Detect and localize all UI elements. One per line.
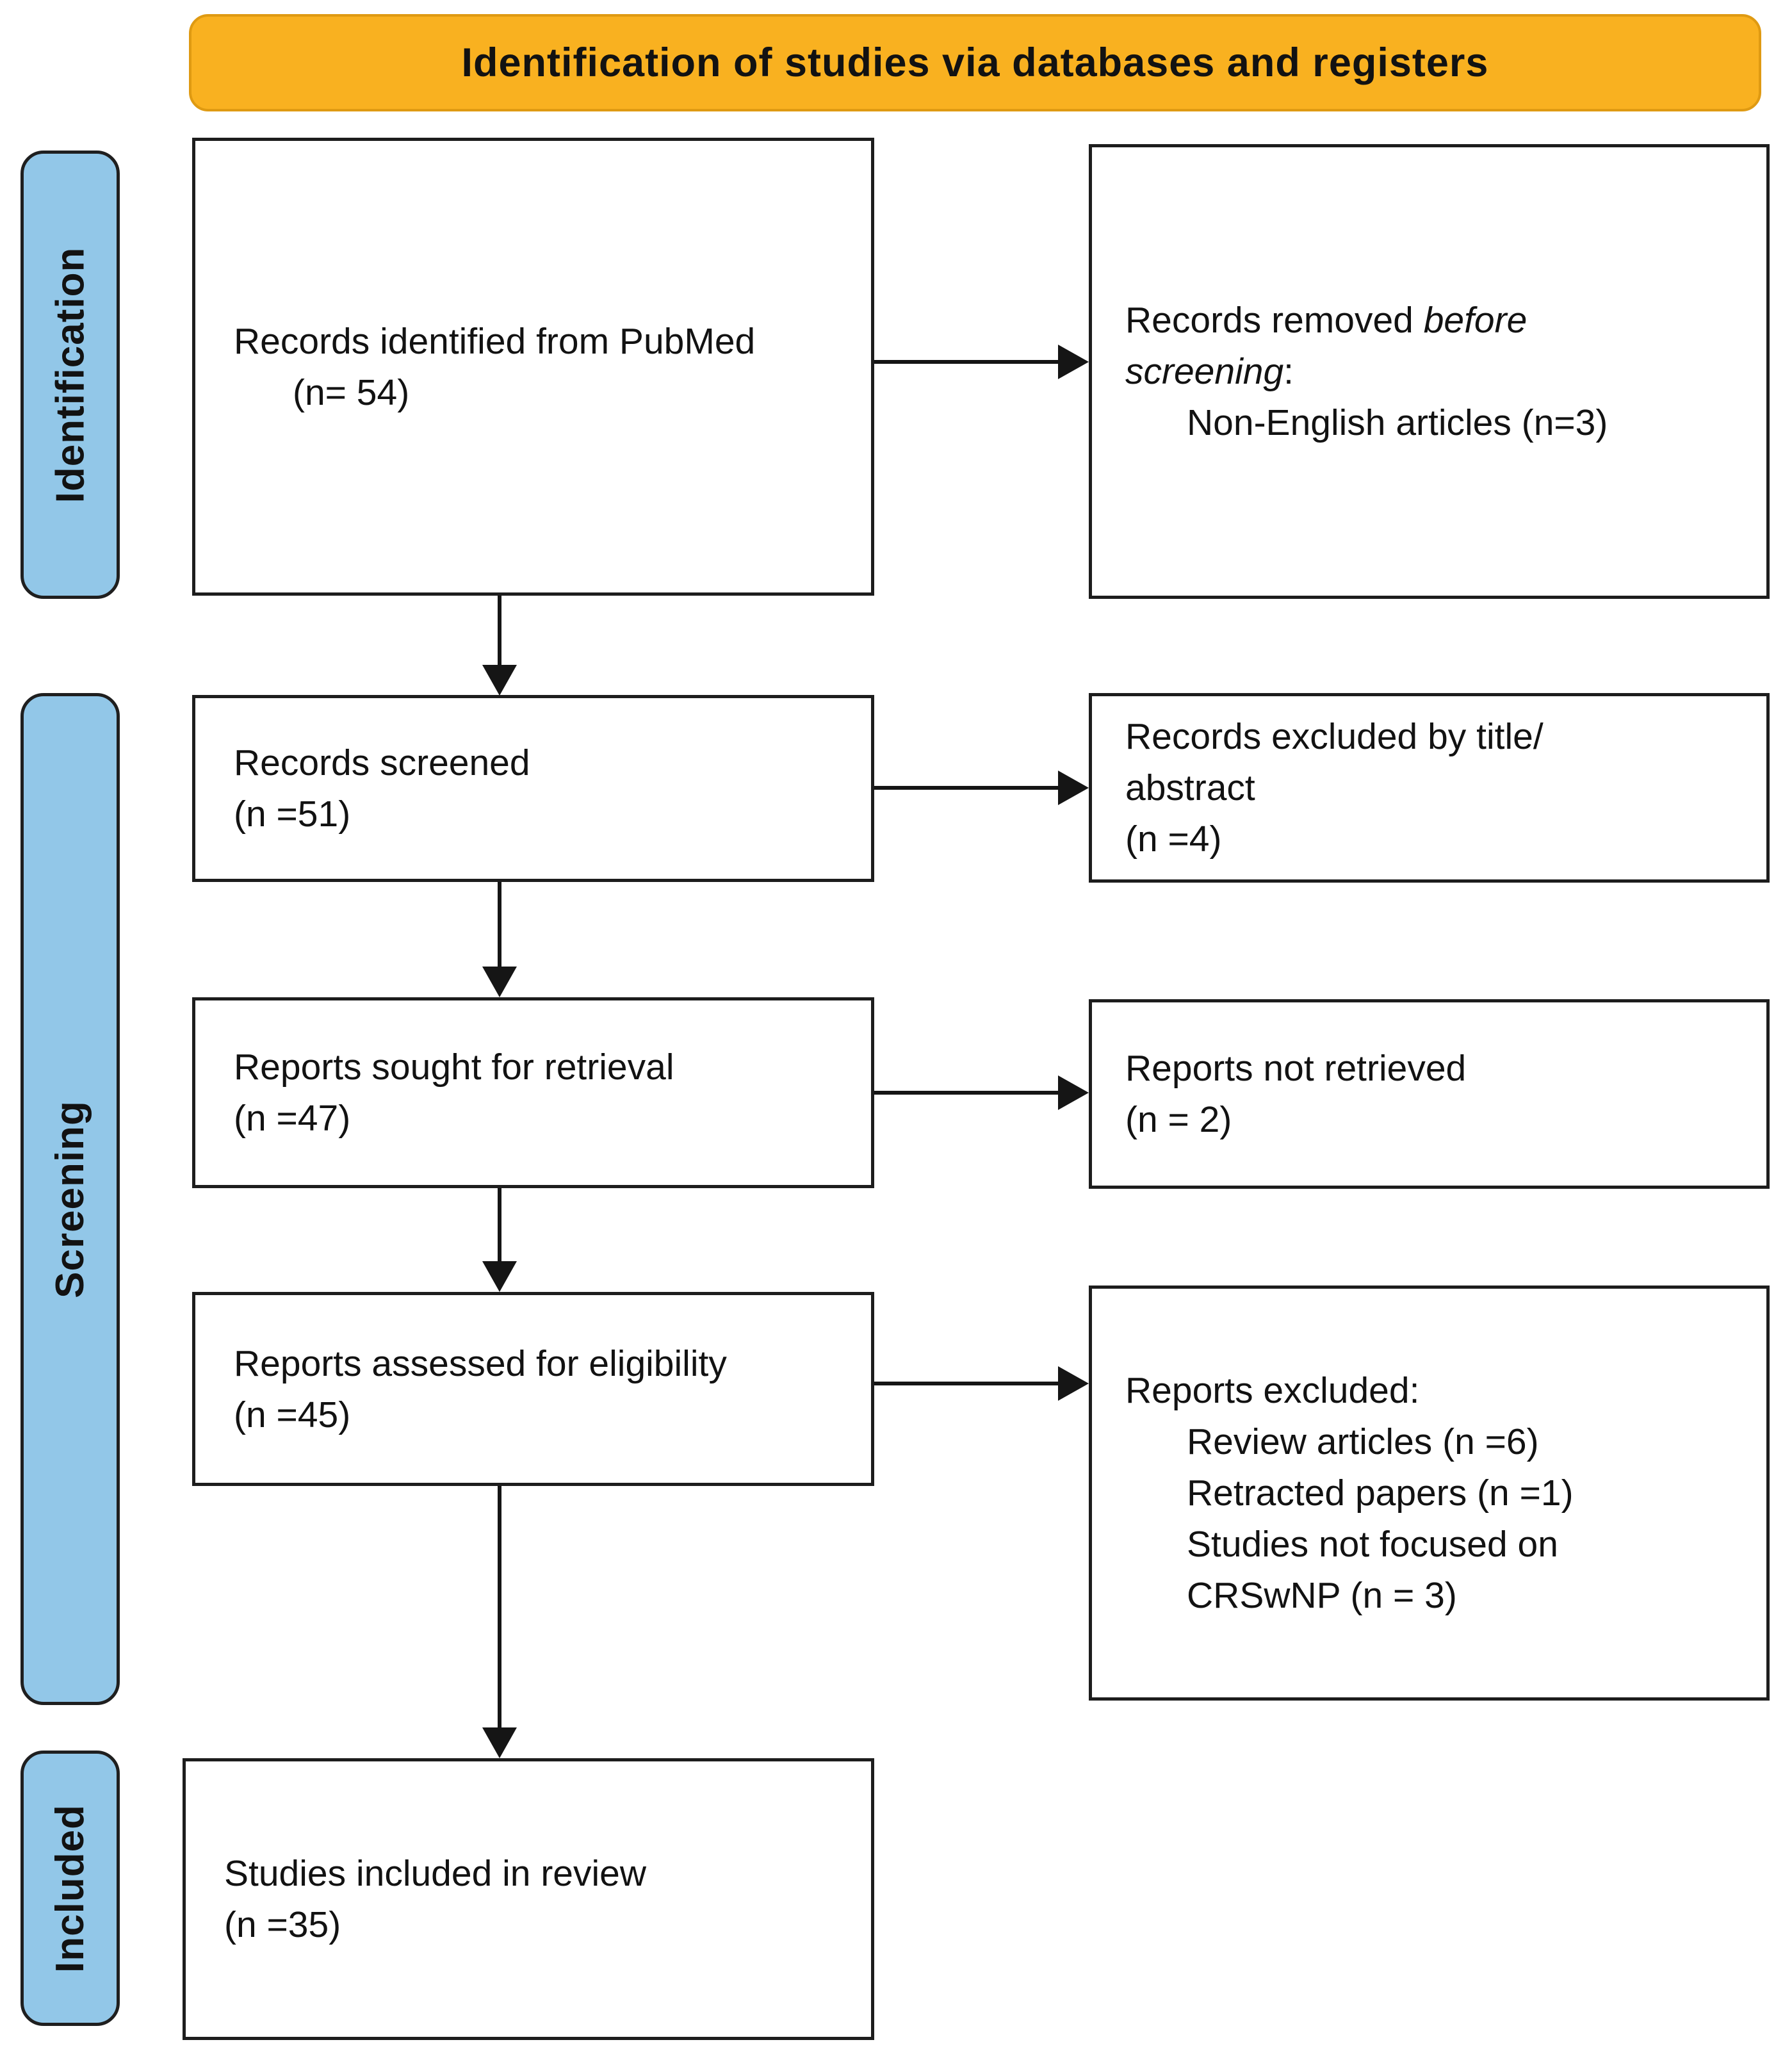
- box-records-removed-line1: Records removed before: [1125, 300, 1527, 341]
- arrow-screened-to-sought-line: [498, 882, 501, 968]
- box-reports-assessed: Reports assessed for eligibility (n =45): [192, 1292, 874, 1486]
- banner-identification-of-studies: Identification of studies via databases …: [189, 14, 1761, 111]
- box-records-removed-line2: screening:: [1125, 351, 1294, 392]
- box-records-removed-item1: Non-English articles (n=3): [1187, 402, 1608, 443]
- phase-label-identification: Identification: [48, 247, 92, 503]
- box-reports-excluded-item3: Studies not focused on: [1187, 1524, 1558, 1565]
- arrow-assessed-to-excluded-head: [1058, 1366, 1089, 1401]
- arrow-identified-to-screened-line: [498, 596, 501, 666]
- phase-label-included: Included: [48, 1804, 92, 1973]
- box-reports-sought-line1: Reports sought for retrieval: [234, 1047, 674, 1088]
- box-records-screened-line1: Records screened: [234, 742, 530, 783]
- box-records-excluded-title-abstract: Records excluded by title/ abstract (n =…: [1089, 693, 1770, 883]
- box-records-excluded-count: (n =4): [1125, 819, 1222, 860]
- phase-bar-screening: Screening: [20, 693, 120, 1705]
- box-reports-assessed-line1: Reports assessed for eligibility: [234, 1343, 727, 1384]
- box-reports-sought: Reports sought for retrieval (n =47): [192, 997, 874, 1188]
- phase-bar-identification: Identification: [20, 151, 120, 599]
- box-reports-excluded-item2: Retracted papers (n =1): [1187, 1473, 1574, 1514]
- box-studies-included-count: (n =35): [224, 1904, 341, 1945]
- phase-bar-included: Included: [20, 1751, 120, 2026]
- box-reports-excluded-item4: CRSwNP (n = 3): [1187, 1575, 1457, 1616]
- box-reports-excluded-item1: Review articles (n =6): [1187, 1421, 1539, 1462]
- arrow-screened-to-sought-head: [482, 967, 517, 997]
- arrow-sought-to-not-retrieved-line: [874, 1091, 1058, 1095]
- box-reports-not-retrieved-line1: Reports not retrieved: [1125, 1048, 1467, 1089]
- box-studies-included-line1: Studies included in review: [224, 1853, 647, 1894]
- box-records-identified-line1: Records identified from PubMed: [234, 320, 756, 362]
- box-records-excluded-line1: Records excluded by title/: [1125, 716, 1544, 757]
- phase-label-screening: Screening: [48, 1100, 92, 1298]
- box-studies-included: Studies included in review (n =35): [183, 1758, 874, 2040]
- box-reports-assessed-count: (n =45): [234, 1394, 351, 1435]
- arrow-assessed-to-excluded-line: [874, 1382, 1058, 1385]
- arrow-identified-to-removed-head: [1058, 345, 1089, 379]
- arrow-assessed-to-included-head: [482, 1727, 517, 1758]
- box-reports-not-retrieved: Reports not retrieved (n = 2): [1089, 999, 1770, 1189]
- box-records-removed-before-screening: Records removed before screening: Non-En…: [1089, 144, 1770, 599]
- box-records-identified-count: (n= 54): [293, 371, 410, 413]
- banner-title: Identification of studies via databases …: [461, 40, 1489, 85]
- arrow-sought-to-assessed-line: [498, 1188, 501, 1262]
- arrow-assessed-to-included-line: [498, 1486, 501, 1729]
- box-reports-sought-count: (n =47): [234, 1098, 351, 1139]
- arrow-sought-to-assessed-head: [482, 1261, 517, 1292]
- box-records-excluded-line2: abstract: [1125, 767, 1255, 808]
- arrow-sought-to-not-retrieved-head: [1058, 1075, 1089, 1110]
- box-reports-excluded: Reports excluded: Review articles (n =6)…: [1089, 1286, 1770, 1701]
- arrow-screened-to-excluded-line: [874, 786, 1058, 790]
- box-records-screened-count: (n =51): [234, 794, 351, 835]
- arrow-identified-to-screened-head: [482, 665, 517, 696]
- box-reports-not-retrieved-count: (n = 2): [1125, 1099, 1232, 1140]
- box-records-identified: Records identified from PubMed (n= 54): [192, 138, 874, 596]
- box-reports-excluded-header: Reports excluded:: [1125, 1370, 1420, 1411]
- arrow-screened-to-excluded-head: [1058, 771, 1089, 805]
- arrow-identified-to-removed-line: [874, 360, 1058, 364]
- box-records-screened: Records screened (n =51): [192, 695, 874, 882]
